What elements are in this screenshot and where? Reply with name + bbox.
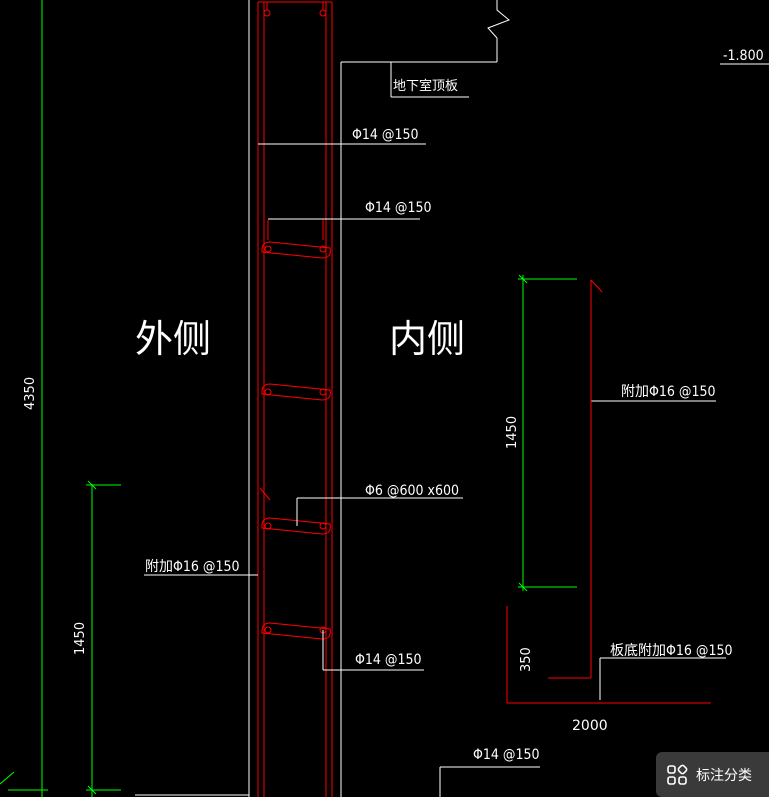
elevation-label: -1.800 — [723, 48, 764, 64]
detail-height-dim: 350 — [519, 647, 534, 672]
outer-side-label: 外侧 — [135, 317, 211, 361]
annotation-category-label: 标注分类 — [696, 767, 752, 784]
total-height-dim: 4350 — [23, 377, 38, 410]
additional-rebar-right-label: 附加Φ16 @150 — [621, 384, 716, 400]
tie-bar-2 — [261, 383, 331, 401]
tie-bars — [259, 220, 331, 640]
basement-roof-label: 地下室顶板 — [393, 78, 458, 94]
rebar-label-top-1: Φ14 @150 — [352, 127, 419, 143]
detail-length-dim: 2000 — [572, 718, 608, 734]
rebar-label-bottom: Φ14 @150 — [355, 652, 422, 668]
annotation-category-button[interactable]: 标注分类 — [656, 752, 769, 797]
wall-outline — [135, 0, 540, 797]
slab-bottom-additional-label: 板底附加Φ16 @150 — [610, 643, 733, 659]
left-lap-dim: 1450 — [73, 622, 88, 655]
rebar-label-top-2: Φ14 @150 — [365, 200, 432, 216]
additional-rebar-left-label: 附加Φ16 @150 — [145, 559, 240, 575]
tie-rebar-label: Φ6 @600 x600 — [365, 483, 459, 499]
tie-bar-1 — [261, 220, 331, 259]
right-lap-dim: 1450 — [505, 416, 520, 449]
dimension-lines — [0, 0, 690, 797]
grid-icon — [666, 764, 688, 786]
tie-bar-4 — [261, 622, 331, 640]
leader-lines — [144, 63, 769, 700]
detail-rebar — [506, 279, 711, 704]
tie-bar-3 — [261, 517, 331, 535]
rebar-label-lowest: Φ14 @150 — [473, 747, 540, 763]
inner-side-label: 内侧 — [389, 317, 465, 361]
